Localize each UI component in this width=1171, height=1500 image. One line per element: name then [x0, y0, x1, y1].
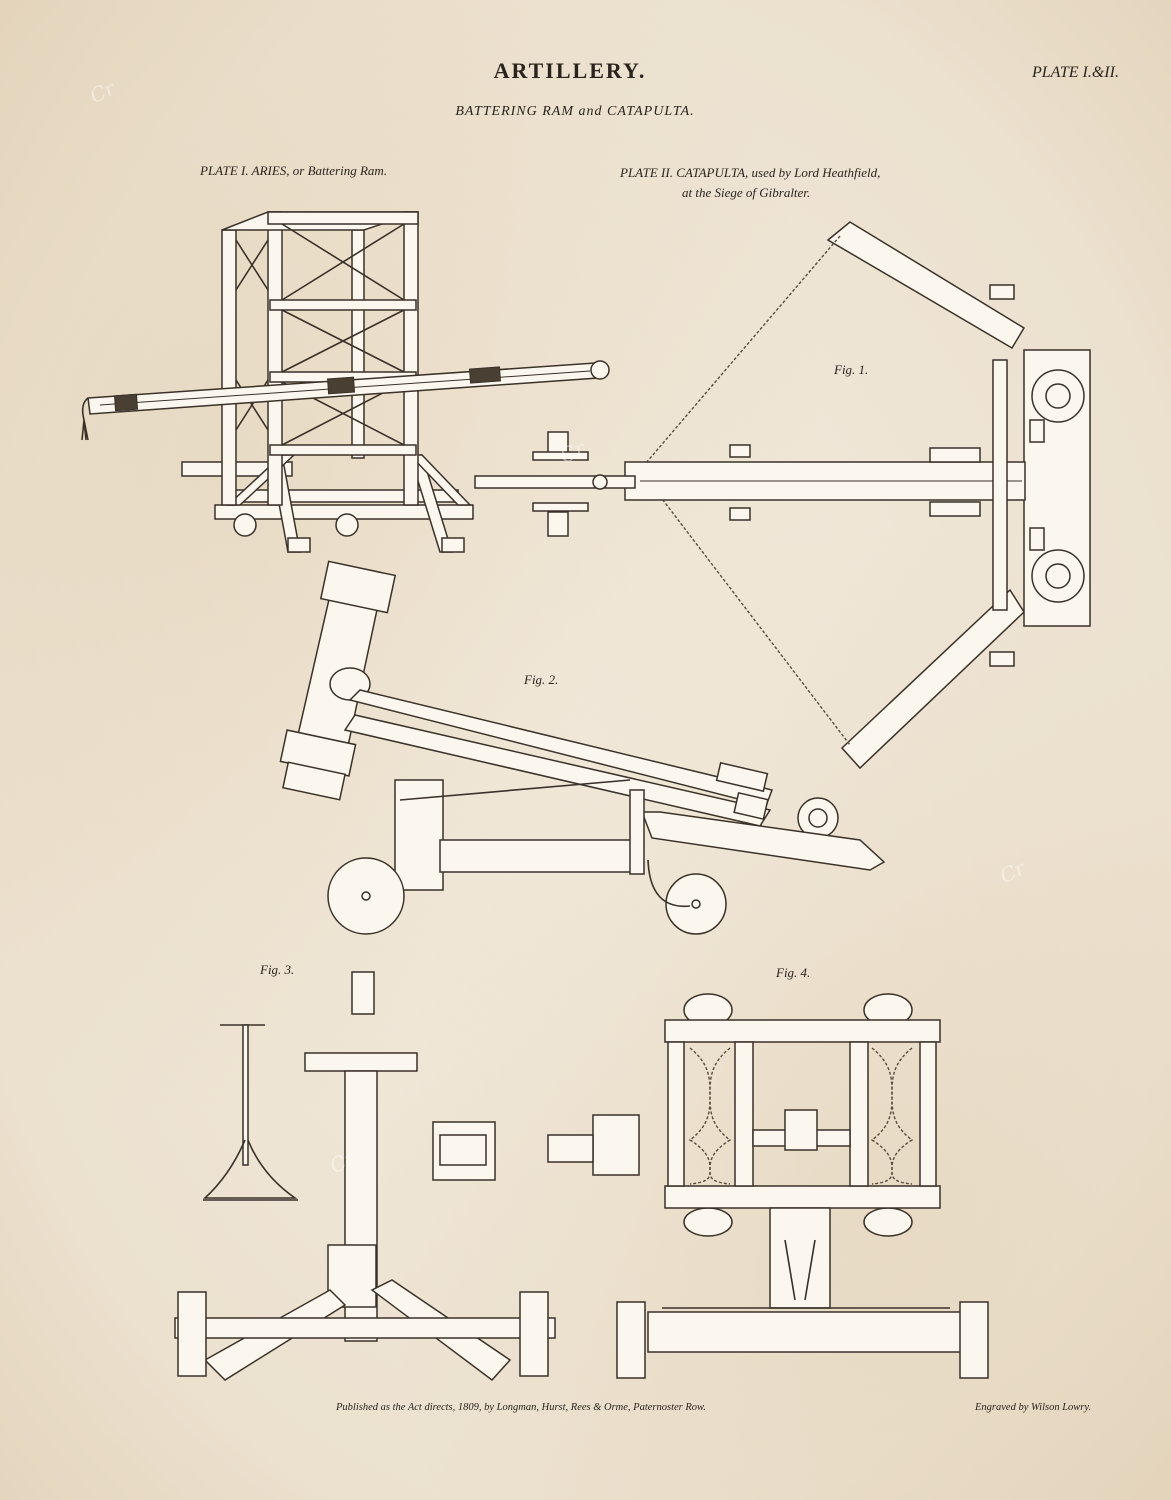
plate2-caption-line1: PLATE II. CATAPULTA, used by Lord Heathf…: [620, 165, 881, 180]
plate2-caption-line2: at the Siege of Gibralter.: [682, 185, 811, 200]
catapult-fig1-drawing: [474, 221, 1091, 770]
fig2-label: Fig. 2.: [524, 672, 559, 687]
catapult-fig4-drawing: [616, 993, 989, 1379]
fig1-label: Fig. 1.: [834, 362, 869, 377]
plate1-caption: PLATE I. ARIES, or Battering Ram.: [200, 163, 388, 178]
catapult-fig2-drawing: [279, 560, 886, 935]
engraver-line: Engraved by Wilson Lowry.: [975, 1402, 1092, 1413]
plate-number: PLATE I.&II.: [1032, 64, 1119, 81]
page-subtitle: BATTERING RAM and CATAPULTA.: [455, 104, 695, 119]
publisher-line: Published as the Act directs, 1809, by L…: [336, 1402, 706, 1413]
catapult-fig3-drawing: [174, 971, 640, 1382]
page-title: ARTILLERY.: [493, 58, 647, 83]
fig4-label: Fig. 4.: [776, 965, 811, 980]
battering-ram-drawing: [81, 211, 610, 553]
fig3-label: Fig. 3.: [260, 962, 295, 977]
